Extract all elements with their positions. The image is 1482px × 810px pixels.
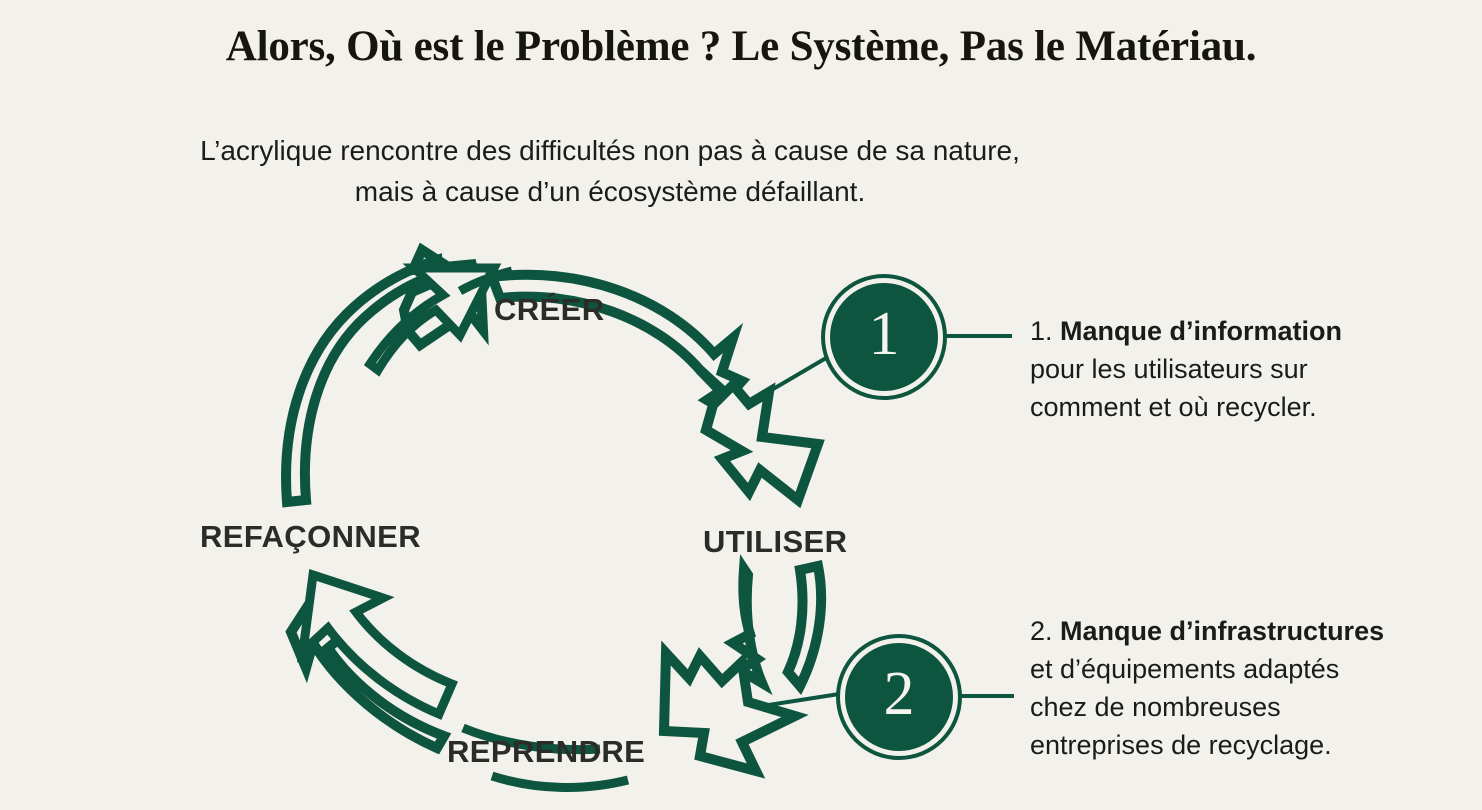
arrowhead-broken-utiliser (700, 377, 825, 509)
callout-2-heading-line: 2. Manque d’infrastructures (1030, 612, 1460, 650)
stage-label-creer: CRÉER (494, 292, 605, 327)
callout-badge-1: 1 (830, 283, 938, 391)
callout-2-prefix: 2. (1030, 616, 1053, 646)
callout-text-1: 1. Manque d’information pour les utilisa… (1030, 312, 1460, 426)
connector-badge2-to-break (761, 690, 853, 708)
callout-2-body-line-3: entreprises de recyclage. (1030, 730, 1332, 760)
arc-stub-reprendre-left (461, 723, 601, 755)
arrow-creer-to-utiliser-upper (485, 269, 751, 406)
callout-text-2: 2. Manque d’infrastructures et d’équipem… (1030, 612, 1460, 764)
arrowhead-broken-reprendre (658, 640, 809, 779)
callout-1-prefix: 1. (1030, 316, 1053, 346)
page-title: Alors, Où est le Problème ? Le Système, … (225, 23, 1257, 70)
arrow-utiliser-to-reprendre-upper (723, 554, 827, 696)
callout-1-heading: Manque d’information (1060, 316, 1343, 346)
connector-badge1-to-break (744, 349, 840, 407)
page-subtitle: L’acrylique rencontre des difficultés no… (80, 130, 1140, 212)
stage-label-reprendre: REPRENDRE (447, 734, 646, 769)
callout-2-heading: Manque d’infrastructures (1060, 616, 1385, 646)
callout-2-body-line-1: et d’équipements adaptés (1030, 654, 1340, 684)
stage-label-refaconner: REFAÇONNER (200, 519, 422, 554)
arc-stub-reprendre-bottom (490, 771, 630, 792)
arrow-reprendre-to-refaconner (285, 569, 458, 755)
callout-1-heading-line: 1. Manque d’information (1030, 312, 1460, 350)
callout-badge-2: 2 (845, 643, 953, 751)
subtitle-line-2: mais à cause d’un écosystème défaillant. (354, 176, 866, 207)
callout-2-body-line-2: chez de nombreuses (1030, 692, 1281, 722)
stage-label-utiliser: UTILISER (703, 524, 848, 559)
subtitle-line-1: L’acrylique rencontre des difficultés no… (200, 135, 1020, 166)
callout-1-body-line-1: pour les utilisateurs sur (1030, 354, 1308, 384)
callout-1-body-line-2: comment et où recycler. (1030, 392, 1317, 422)
